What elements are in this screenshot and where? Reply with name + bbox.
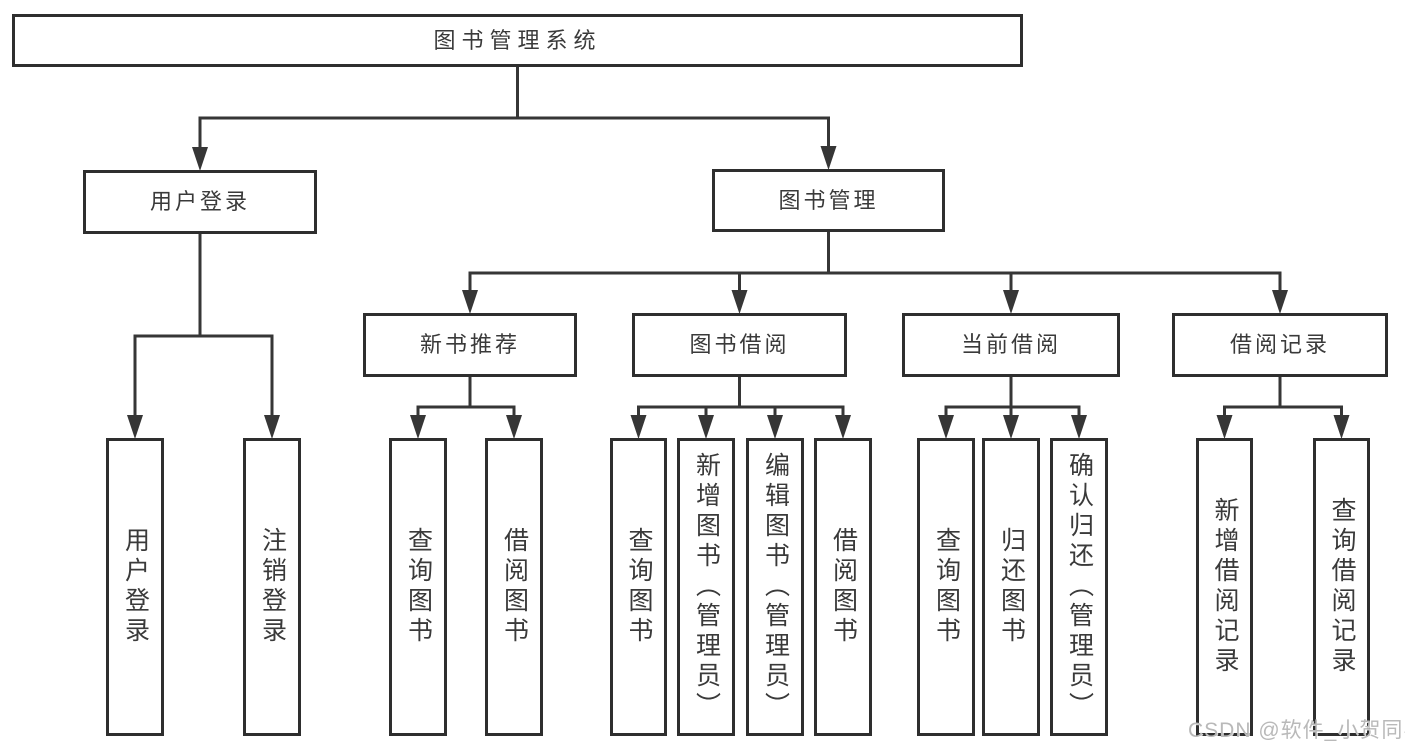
node-book-mgmt: 图书管理 — [712, 169, 945, 232]
node-user-login: 用户登录 — [83, 170, 317, 234]
node-v-return-book: 归还图书 — [982, 438, 1040, 736]
node-label: 查询借阅记录 — [1328, 497, 1356, 677]
node-label: 查询图书 — [625, 527, 653, 647]
node-root: 图书管理系统 — [12, 14, 1023, 67]
node-label: 注销登录 — [258, 527, 287, 647]
node-v-add-book: 新增图书（管理员） — [677, 438, 735, 736]
node-v-query-book-2: 查询图书 — [610, 438, 667, 736]
node-v-query-book-3: 查询图书 — [917, 438, 975, 736]
node-label: 用户登录 — [121, 527, 150, 647]
node-label: 归还图书 — [997, 527, 1026, 647]
node-v-borrow-book-2: 借阅图书 — [814, 438, 872, 736]
node-v-query-book-1: 查询图书 — [389, 438, 447, 736]
node-label: 新增图书（管理员） — [692, 452, 721, 722]
node-v-borrow-book-1: 借阅图书 — [485, 438, 543, 736]
node-label: 借阅记录 — [1229, 332, 1330, 357]
node-v-edit-book: 编辑图书（管理员） — [746, 438, 804, 736]
node-new-book-rec: 新书推荐 — [363, 313, 577, 377]
node-v-confirm-return: 确认归还（管理员） — [1050, 438, 1108, 736]
node-label: 编辑图书（管理员） — [761, 452, 790, 722]
node-v-logout: 注销登录 — [243, 438, 301, 736]
node-v-user-login: 用户登录 — [106, 438, 164, 736]
node-label: 查询图书 — [404, 527, 433, 647]
node-label: 查询图书 — [932, 527, 961, 647]
node-label: 图书管理 — [778, 187, 879, 213]
node-label: 借阅图书 — [500, 527, 529, 647]
node-label: 图书借阅 — [689, 332, 790, 357]
node-book-borrow: 图书借阅 — [632, 313, 847, 377]
node-borrow-records: 借阅记录 — [1172, 313, 1388, 377]
node-current-borrow: 当前借阅 — [902, 313, 1120, 377]
node-v-query-record: 查询借阅记录 — [1313, 438, 1370, 736]
node-label: 新书推荐 — [419, 332, 520, 357]
node-label: 用户登录 — [149, 189, 250, 214]
node-label: 当前借阅 — [960, 332, 1061, 357]
node-label: 借阅图书 — [829, 527, 858, 647]
node-label: 图书管理系统 — [433, 27, 602, 53]
node-label: 新增借阅记录 — [1211, 497, 1239, 677]
watermark-text: CSDN @软件_小贺同学 — [1188, 719, 1405, 742]
node-v-add-record: 新增借阅记录 — [1196, 438, 1253, 736]
node-label: 确认归还（管理员） — [1065, 452, 1094, 722]
